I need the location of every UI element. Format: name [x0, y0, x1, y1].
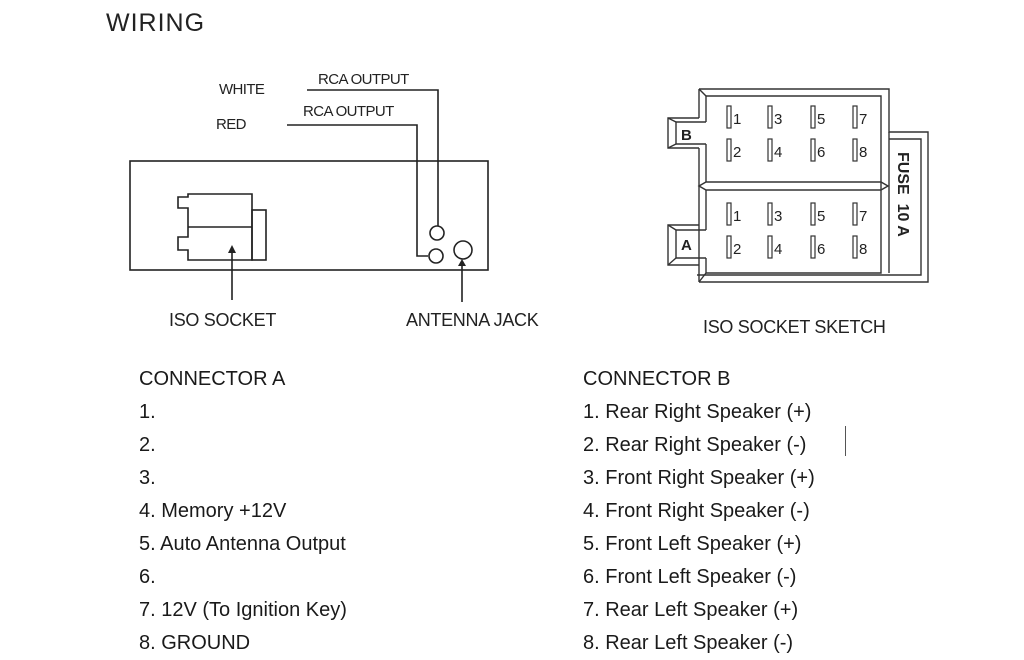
iso-pins	[726, 105, 858, 259]
connector-a-heading: CONNECTOR A	[139, 368, 286, 390]
pin-b-2	[726, 138, 732, 162]
pin-label: 6	[817, 144, 825, 161]
connector-a-item: 5. Auto Antenna Output	[139, 533, 346, 555]
white-label: WHITE	[219, 81, 265, 98]
connector-b-item: 6. Front Left Speaker (-)	[583, 566, 797, 588]
connector-b-item: 2. Rear Right Speaker (-)	[583, 434, 807, 456]
connector-a-item: 6.	[139, 566, 156, 588]
rca-output-red-label: RCA OUTPUT	[303, 103, 394, 120]
pin-label: 7	[859, 208, 867, 225]
connector-b-item: 7. Rear Left Speaker (+)	[583, 599, 799, 621]
pin-label: 3	[774, 111, 782, 128]
block-b-label: B	[681, 127, 692, 144]
pin-label: 7	[859, 111, 867, 128]
antenna-jack	[453, 240, 473, 260]
pin-label: 4	[774, 144, 782, 161]
connector-b-item: 5. Front Left Speaker (+)	[583, 533, 802, 555]
connector-b-item: 4. Front Right Speaker (-)	[583, 500, 810, 522]
pin-a-2	[726, 235, 732, 259]
rca-red-jack	[428, 248, 444, 264]
iso-socket-sketch	[667, 88, 929, 283]
pin-label: 5	[817, 111, 825, 128]
connector-b-item: 3. Front Right Speaker (+)	[583, 467, 815, 489]
pin-label: 5	[817, 208, 825, 225]
head-unit-body	[129, 160, 489, 271]
pin-a-5	[810, 202, 816, 226]
pin-b-7	[852, 105, 858, 129]
block-a-label: A	[681, 237, 692, 254]
text-cursor	[845, 426, 846, 456]
pin-a-8	[852, 235, 858, 259]
connector-a-item: 2.	[139, 434, 156, 456]
pin-label: 8	[859, 241, 867, 258]
pin-a-7	[852, 202, 858, 226]
pin-label: 3	[774, 208, 782, 225]
pin-b-4	[767, 138, 773, 162]
connector-a-item: 1.	[139, 401, 156, 423]
pin-b-6	[810, 138, 816, 162]
antenna-jack-label: ANTENNA JACK	[406, 310, 539, 330]
pin-label: 6	[817, 241, 825, 258]
pin-label: 1	[733, 111, 741, 128]
pin-b-8	[852, 138, 858, 162]
pin-a-6	[810, 235, 816, 259]
pin-b-1	[726, 105, 732, 129]
rca-white-wire	[307, 89, 439, 226]
pin-b-5	[810, 105, 816, 129]
connector-b-item: 8. Rear Left Speaker (-)	[583, 632, 794, 654]
pin-a-4	[767, 235, 773, 259]
pin-a-3	[767, 202, 773, 226]
connector-a-item: 4. Memory +12V	[139, 500, 287, 522]
fuse-label: FUSE 10 A	[894, 152, 911, 237]
pin-label: 2	[733, 241, 741, 258]
iso-sketch-caption: ISO SOCKET SKETCH	[703, 317, 886, 337]
page-title: WIRING	[106, 9, 206, 37]
red-label: RED	[216, 116, 246, 133]
rca-output-white-label: RCA OUTPUT	[318, 71, 409, 88]
iso-socket-shape	[177, 193, 253, 261]
rca-white-jack	[429, 225, 445, 241]
pin-label: 1	[733, 208, 741, 225]
connector-a-item: 3.	[139, 467, 156, 489]
connector-a-item: 8. GROUND	[139, 632, 251, 654]
connector-b-list: CONNECTOR B 1. Rear Right Speaker (+) 2.…	[583, 363, 815, 660]
pin-label: 4	[774, 241, 782, 258]
pin-label: 2	[733, 144, 741, 161]
connector-a-list: CONNECTOR A 1. 2. 3. 4. Memory +12V 5. A…	[139, 363, 347, 660]
pin-b-3	[767, 105, 773, 129]
connector-b-heading: CONNECTOR B	[583, 368, 731, 390]
connector-b-item: 1. Rear Right Speaker (+)	[583, 401, 812, 423]
rca-red-wire	[287, 124, 428, 257]
iso-socket-label: ISO SOCKET	[169, 310, 277, 330]
pin-label: 8	[859, 144, 867, 161]
connector-a-item: 7. 12V (To Ignition Key)	[139, 599, 347, 621]
pin-a-1	[726, 202, 732, 226]
